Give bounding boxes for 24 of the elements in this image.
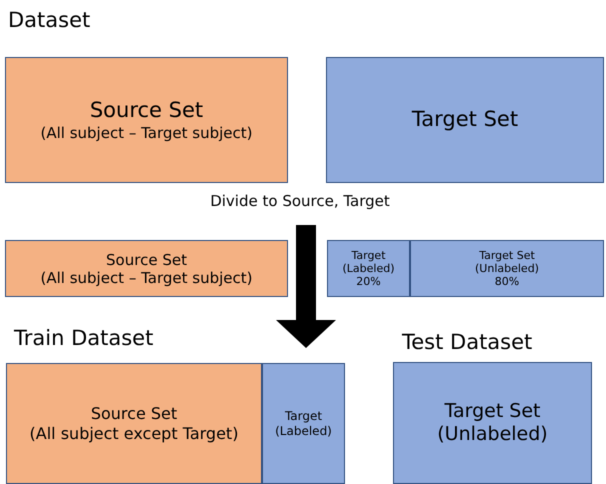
box-title: Target Set (Unlabeled) 80% [474, 248, 540, 288]
box-subtitle: (All subject – Target subject) [40, 268, 252, 286]
section-heading: Test Dataset [402, 330, 532, 354]
dataset-box [5, 240, 288, 297]
box-title: Target (Labeled) 20% [341, 248, 396, 288]
box-title: Source Set [106, 250, 187, 268]
section-heading: Dataset [8, 8, 90, 32]
dataset-box [262, 363, 345, 484]
dataset-box [327, 240, 410, 297]
dataset-box [410, 240, 604, 297]
box-title: Target (Labeled) [274, 409, 333, 438]
section-heading: Train Dataset [14, 326, 154, 350]
box-title: Target Set [412, 107, 518, 133]
step-caption: Divide to Source, Target [210, 192, 390, 210]
dataset-box [5, 57, 288, 183]
box-title: Target Set (Unlabeled) [436, 400, 549, 446]
dataset-box [326, 57, 604, 183]
box-title: Source Set [90, 98, 204, 124]
box-subtitle: (All subject except Target) [30, 424, 238, 443]
dataset-box [393, 362, 592, 484]
box-title: Source Set [90, 404, 178, 424]
dataset-box [6, 363, 262, 484]
block-arrow [276, 225, 336, 348]
box-subtitle: (All subject – Target subject) [40, 124, 252, 142]
